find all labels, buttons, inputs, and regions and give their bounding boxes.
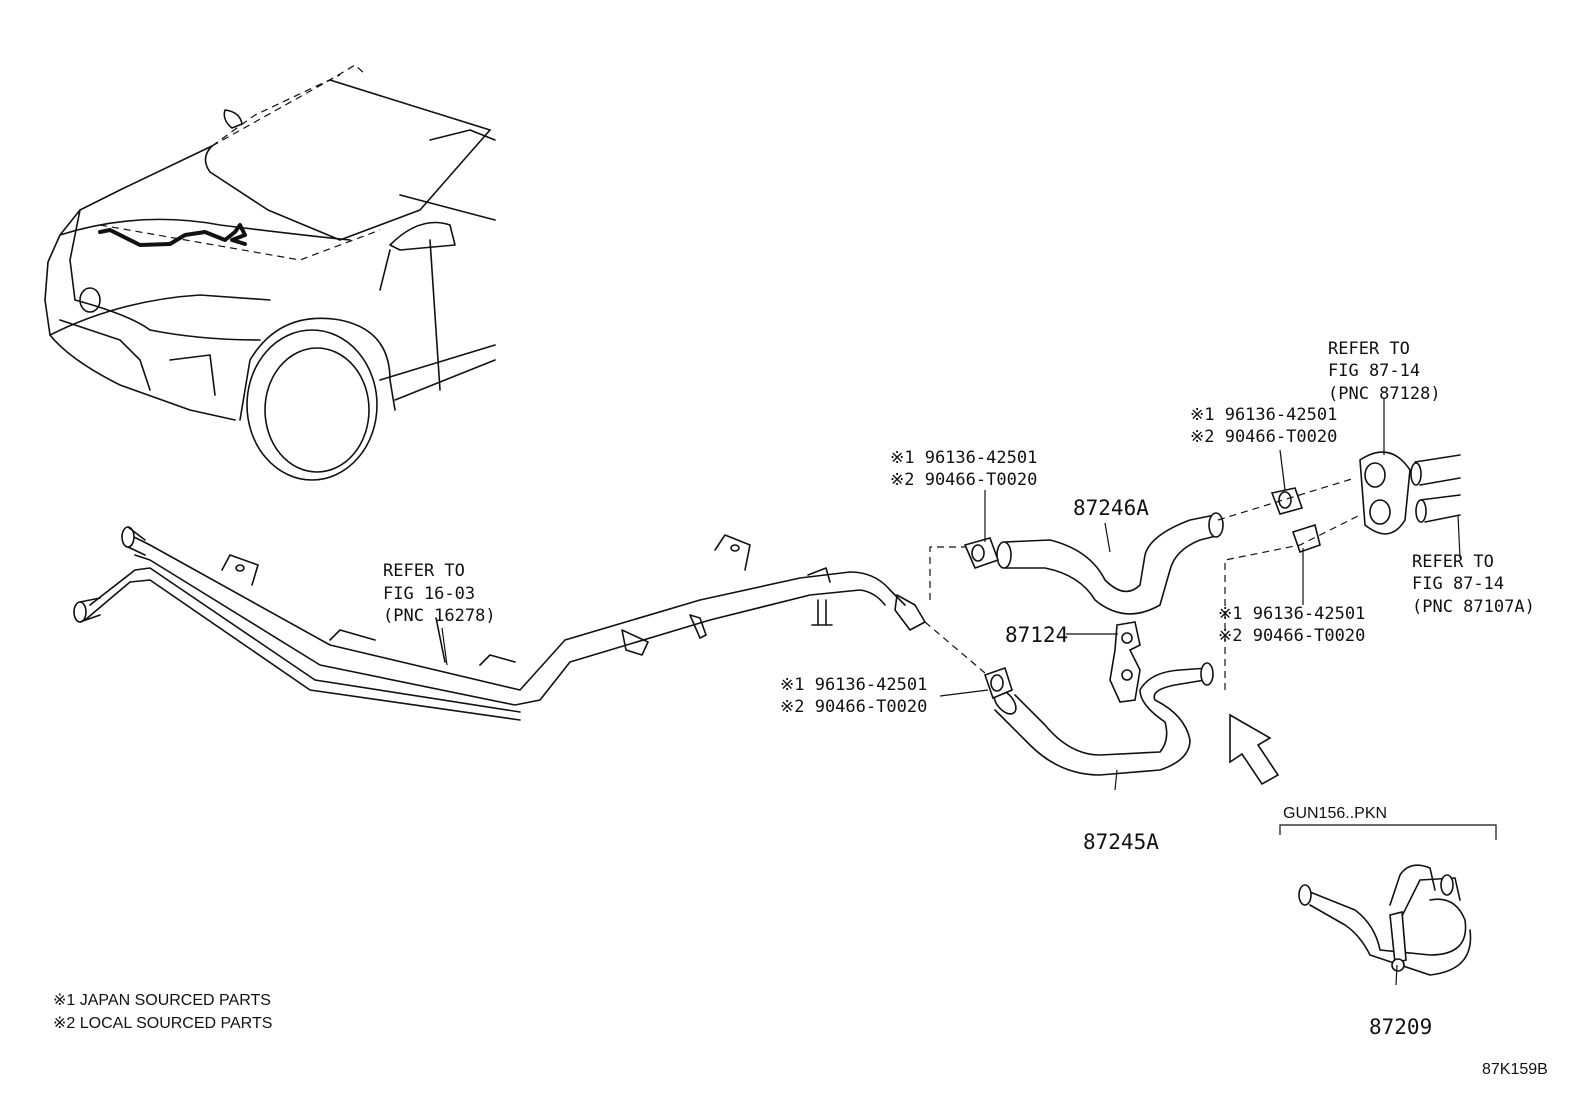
clamp-part-1: ※1 96136-42501 xyxy=(1190,405,1337,425)
refer-line-1: REFER TO xyxy=(1412,552,1494,572)
part-number-87124: 87124 xyxy=(1005,623,1068,647)
refer-fig-16-03-label: REFER TO FIG 16-03 (PNC 16278) xyxy=(383,561,496,626)
clamp-label-top-center: ※1 96136-42501 ※2 90466-T0020 xyxy=(890,448,1037,490)
vehicle-illustration xyxy=(44,64,496,481)
refer-fig-87-14-b-label: REFER TO FIG 87-14 (PNC 87107A) xyxy=(1412,552,1535,617)
clamp-label-top-right: ※1 96136-42501 ※2 90466-T0020 xyxy=(1190,405,1337,447)
view-arrow xyxy=(1229,713,1280,786)
part-number-87246A: 87246A xyxy=(1073,496,1149,520)
part-number-87209: 87209 xyxy=(1369,1015,1432,1039)
legend-item-1: ※1 JAPAN SOURCED PARTS xyxy=(53,992,271,1009)
refer-line-3: (PNC 16278) xyxy=(383,606,496,626)
clamp-label-lower-center: ※1 96136-42501 ※2 90466-T0020 xyxy=(780,675,927,717)
dashed-connectors xyxy=(924,477,1361,690)
clamp-part-2: ※2 90466-T0020 xyxy=(890,470,1037,490)
clamp-part-2: ※2 90466-T0020 xyxy=(1218,626,1365,646)
legend: ※1 JAPAN SOURCED PARTS ※2 LOCAL SOURCED … xyxy=(53,992,272,1032)
clamp-part-2: ※2 90466-T0020 xyxy=(780,697,927,717)
clamp-part-1: ※1 96136-42501 xyxy=(780,675,927,695)
refer-fig-87-14-a-label: REFER TO FIG 87-14 (PNC 87128) xyxy=(1328,339,1441,404)
clamp-part-1: ※1 96136-42501 xyxy=(1218,604,1365,624)
clamp-part-1: ※1 96136-42501 xyxy=(890,448,1037,468)
refer-line-3: (PNC 87107A) xyxy=(1412,597,1535,617)
refer-line-1: REFER TO xyxy=(383,561,465,581)
heater-core-fitting xyxy=(1359,451,1461,535)
refer-line-2: FIG 16-03 xyxy=(383,584,475,604)
refer-line-3: (PNC 87128) xyxy=(1328,384,1441,404)
figure-code: 87K159B xyxy=(1482,1061,1548,1078)
variant-label: GUN156..PKN xyxy=(1283,805,1387,822)
refer-line-2: FIG 87-14 xyxy=(1328,361,1420,381)
part-number-87245A: 87245A xyxy=(1083,830,1159,854)
clip-87124 xyxy=(1109,621,1141,703)
clamp-part-2: ※2 90466-T0020 xyxy=(1190,427,1337,447)
refer-line-2: FIG 87-14 xyxy=(1412,574,1504,594)
clamp-label-mid-right: ※1 96136-42501 ※2 90466-T0020 xyxy=(1218,604,1365,646)
legend-item-2: ※2 LOCAL SOURCED PARTS xyxy=(53,1015,272,1032)
leader-lines xyxy=(441,398,1461,986)
refer-line-1: REFER TO xyxy=(1328,339,1410,359)
variant-hose-87209 xyxy=(1279,824,1497,976)
hose-87246A xyxy=(996,512,1224,615)
water-pipe-assembly xyxy=(73,526,926,721)
hose-87245A xyxy=(993,662,1214,776)
